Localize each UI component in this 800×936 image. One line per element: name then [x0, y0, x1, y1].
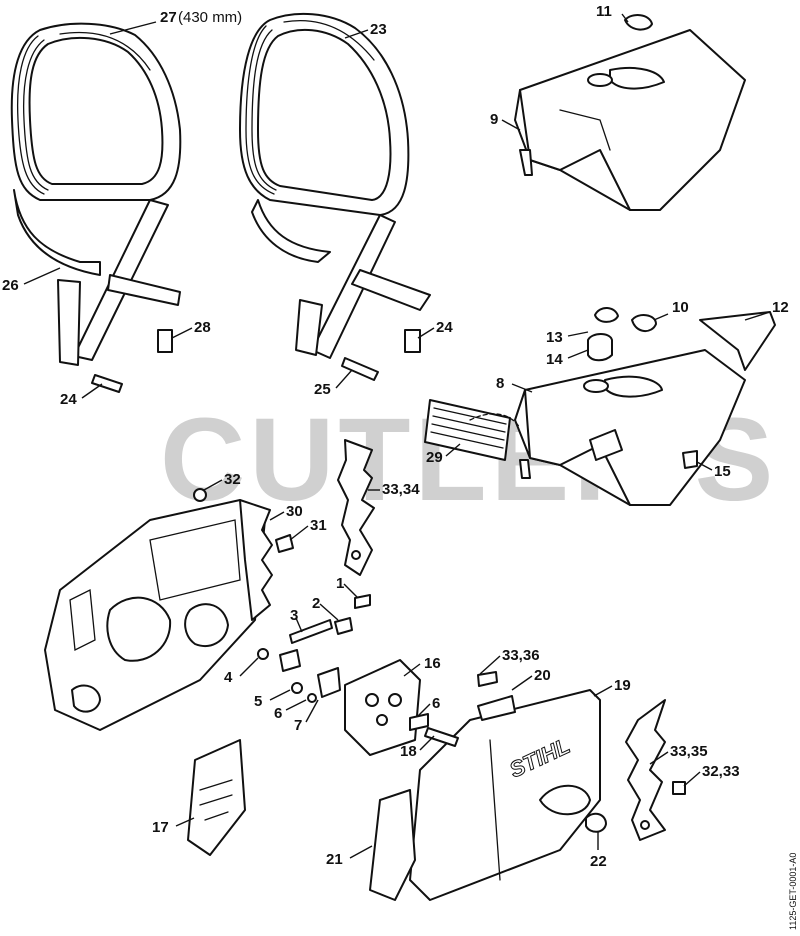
callout-20: 20 [534, 667, 551, 684]
callout-13: 13 [546, 329, 563, 346]
callout-15: 15 [714, 463, 731, 480]
bumper-spike-33-35 [625, 699, 666, 841]
callout-3: 3 [290, 607, 298, 624]
handlebar-27 [10, 22, 182, 366]
callout-32-33: 32,33 [702, 763, 740, 780]
sprocket-cover-19: STIHL [409, 689, 601, 901]
callout-27-note: (430 mm) [178, 9, 242, 26]
callout-26: 26 [2, 277, 19, 294]
shroud-cover-9 [514, 14, 746, 211]
chain-catcher-17 [187, 739, 246, 856]
callout-8: 8 [496, 375, 504, 392]
callout-22: 22 [590, 853, 607, 870]
callout-5: 5 [254, 693, 262, 710]
callout-30: 30 [286, 503, 303, 520]
shroud-cover-8 [514, 307, 776, 506]
callout-4: 4 [224, 669, 233, 686]
callout-24b: 24 [436, 319, 453, 336]
callout-16: 16 [424, 655, 441, 672]
callout-32: 32 [224, 471, 241, 488]
callout-11: 11 [596, 3, 612, 20]
callout-33-36: 33,36 [502, 647, 540, 664]
handlebar-23 [239, 12, 431, 359]
callout-10: 10 [672, 299, 689, 316]
callout-33-34: 33,34 [382, 481, 420, 498]
callout-7: 7 [294, 717, 302, 734]
leader-lines [23, 13, 771, 859]
callout-6b: 6 [432, 695, 440, 712]
callout-12: 12 [772, 299, 789, 316]
callout-28: 28 [194, 319, 211, 336]
callout-17: 17 [152, 819, 169, 836]
callout-29: 29 [426, 449, 443, 466]
callout-18: 18 [400, 743, 417, 760]
callout-31: 31 [310, 517, 327, 534]
callout-2: 2 [312, 595, 320, 612]
small-hardware [91, 329, 686, 833]
filter-screen-29 [424, 399, 521, 461]
callout-9: 9 [490, 111, 498, 128]
chain-guard-21 [369, 789, 416, 901]
callout-labels: 27 (430 mm) 23 11 9 26 28 24 24 25 10 12… [2, 3, 789, 870]
drawing-reference: 1125-GET-0001-A0 [788, 853, 798, 930]
callout-21: 21 [326, 851, 343, 868]
sprocket-cover-plate-16 [344, 659, 421, 756]
callout-27: 27 [160, 9, 177, 26]
callout-19: 19 [614, 677, 631, 694]
callout-25: 25 [314, 381, 331, 398]
callout-14: 14 [546, 351, 563, 368]
callout-6a: 6 [274, 705, 282, 722]
callout-24a: 24 [60, 391, 77, 408]
bumper-spike-33-34 [337, 439, 375, 576]
callout-33-35: 33,35 [670, 743, 708, 760]
callout-23: 23 [370, 21, 387, 38]
crankcase-housing [44, 499, 273, 731]
callout-1: 1 [336, 575, 344, 592]
